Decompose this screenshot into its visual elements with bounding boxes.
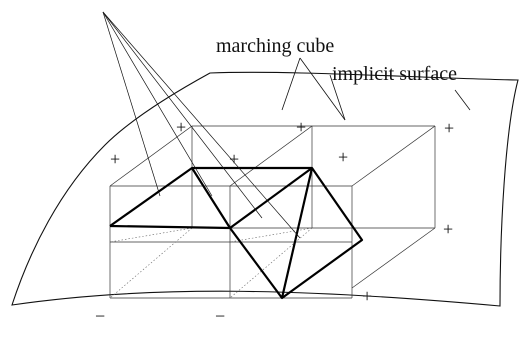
implicit-surface-outline xyxy=(11,71,519,307)
marching-cube-label: marching cube xyxy=(216,35,334,57)
label-pointer-lines xyxy=(281,57,471,121)
plus-sign: + xyxy=(444,118,454,138)
plus-sign: + xyxy=(229,149,239,169)
minus-signs: − − xyxy=(95,306,225,326)
plus-sign: + xyxy=(110,149,120,169)
plus-signs: + + + + + + + + xyxy=(110,117,454,306)
triangle-pointer-lines xyxy=(102,11,301,239)
polygonised-surface xyxy=(109,166,364,300)
plus-sign: + xyxy=(362,286,372,306)
plus-sign: + xyxy=(338,147,348,167)
minus-sign: − xyxy=(95,306,105,326)
plus-sign: + xyxy=(176,117,186,137)
cube-grid-thin xyxy=(109,125,436,299)
implicit-surface-label: implicit surface xyxy=(332,63,457,85)
plus-sign: + xyxy=(296,117,306,137)
cube-grid-hidden xyxy=(109,227,313,299)
plus-sign: + xyxy=(443,219,453,239)
minus-sign: − xyxy=(215,306,225,326)
